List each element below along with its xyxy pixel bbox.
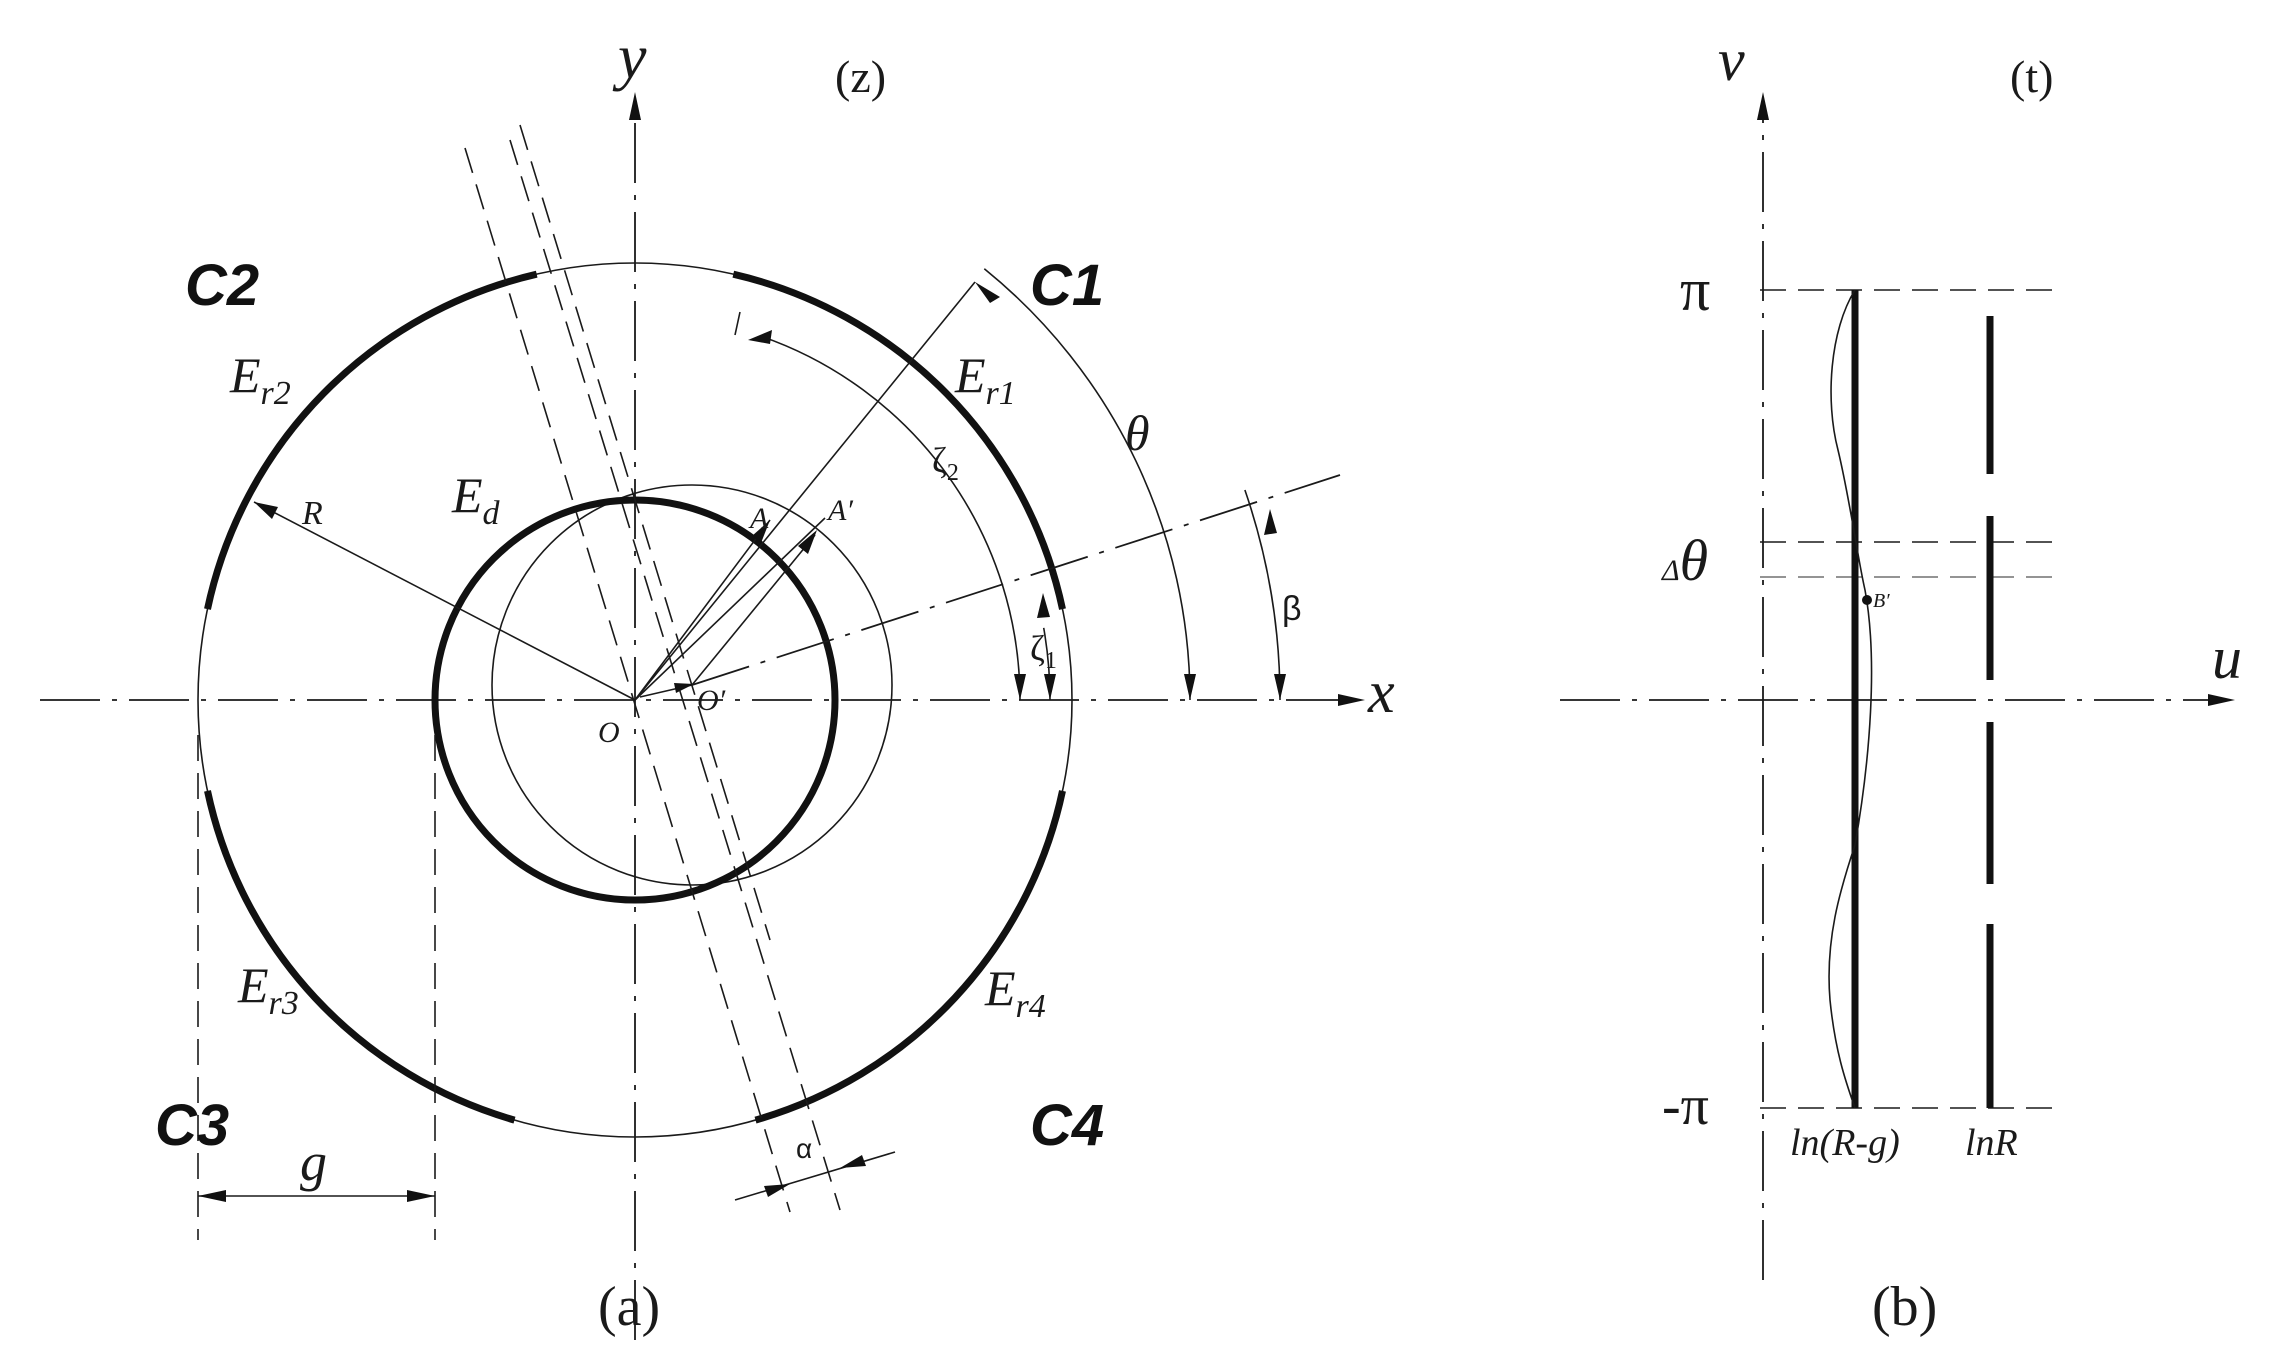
origin-shifted-label: O′ <box>697 684 726 717</box>
y-axis-label: y <box>612 21 647 92</box>
u-axis-arrowhead <box>2208 694 2235 706</box>
radius-line <box>253 501 636 701</box>
zeta2-start-tick <box>734 311 741 336</box>
theta-label: θ <box>1125 405 1150 461</box>
zeta1-arrowhead-bottom <box>1044 674 1056 700</box>
electrode-arc-Er4 <box>754 790 1066 1124</box>
x-axis-arrowhead <box>1338 694 1365 706</box>
point-B-prime <box>1862 595 1872 605</box>
label-ln-R: lnR <box>1965 1122 2018 1164</box>
alpha-dimension-line <box>734 1151 896 1201</box>
O-prime-arrowhead <box>674 683 694 693</box>
ray-from-O-prime <box>691 534 816 686</box>
panel-b: B′ v u (t) π -π Δθ ln(R-g) lnR (b) <box>1560 27 2242 1338</box>
zeta2-label: ζ2 <box>932 440 959 486</box>
slot-line-1 <box>464 147 791 1213</box>
ray-to-theta <box>634 281 976 701</box>
origin-label: O <box>598 716 620 749</box>
beta-arrowhead-top <box>1264 509 1277 535</box>
tick-delta-theta: Δθ <box>1661 528 1708 593</box>
x-axis-label: x <box>1367 659 1395 725</box>
alpha-label: α <box>796 1133 812 1164</box>
quadrant-C3-label: C3 <box>155 1093 229 1158</box>
quadrant-C2-label: C2 <box>185 253 259 318</box>
g-arrowhead-right <box>407 1190 435 1202</box>
ray-to-A-prime <box>634 517 826 701</box>
tick-pi: π <box>1680 257 1710 323</box>
radius-label: R <box>301 495 323 532</box>
theta-arrowhead-top <box>975 282 1000 303</box>
mapped-curve <box>1828 289 1873 1109</box>
theta-arrowhead-bottom <box>1184 674 1196 700</box>
electrode-arc-Er2 <box>204 270 538 610</box>
tick-minus-pi: -π <box>1662 1075 1709 1137</box>
quadrant-C4-label: C4 <box>1030 1093 1104 1158</box>
quadrant-C1-label: C1 <box>1030 253 1104 318</box>
beta-line <box>691 474 1341 686</box>
label-ln-R-minus-g: ln(R-g) <box>1790 1122 1900 1164</box>
gap-label: g <box>300 1132 327 1192</box>
beta-arc <box>1244 489 1281 701</box>
plane-label-z: (z) <box>835 51 886 102</box>
panel-a: y x (z) O O′ A A′ R g α β θ ζ1 ζ2 Ed Er1… <box>40 21 1395 1340</box>
outer-circle <box>197 262 1073 1138</box>
zeta1-arrowhead-top <box>1037 593 1050 618</box>
point-B-prime-label: B′ <box>1873 590 1890 612</box>
radius-arrowhead <box>254 502 278 519</box>
ray-to-A <box>634 519 771 701</box>
zeta2-arrowhead-top <box>748 330 772 344</box>
beta-label: β <box>1282 590 1302 628</box>
plane-label-t: (t) <box>2010 51 2053 102</box>
caption-b: (b) <box>1872 1276 1937 1338</box>
zeta2-arc <box>760 335 1021 701</box>
zeta1-label: ζ1 <box>1030 628 1057 674</box>
u-axis-label: u <box>2212 625 2242 691</box>
v-axis-arrowhead <box>1757 92 1769 120</box>
theta-arc <box>983 268 1191 701</box>
y-axis-arrowhead <box>629 92 641 120</box>
v-axis-label: v <box>1718 27 1745 93</box>
shifted-circle <box>491 484 893 886</box>
zeta2-arrowhead-bottom <box>1014 674 1026 700</box>
slot-line-3 <box>519 124 771 941</box>
electrode-Er4-label: Er4 <box>984 960 1046 1025</box>
electrode-arc-Er1 <box>732 270 1066 610</box>
angle-arcs <box>748 268 1286 701</box>
electrode-Ed-label: Ed <box>451 467 501 532</box>
electrode-Er1-label: Er1 <box>954 347 1016 412</box>
g-arrowhead-left <box>198 1190 226 1202</box>
alpha-arrowhead-left <box>764 1184 790 1197</box>
electrode-Er3-label: Er3 <box>237 957 299 1022</box>
A-arrowhead <box>752 520 770 543</box>
alpha-arrowhead-right <box>840 1155 866 1168</box>
A-prime-arrowhead <box>798 530 817 554</box>
beta-arrowhead-bottom <box>1274 674 1286 700</box>
electrode-Er2-label: Er2 <box>229 347 291 412</box>
slot-line-2 <box>509 139 841 1211</box>
caption-a: (a) <box>598 1276 660 1338</box>
point-A-label: A <box>748 502 769 535</box>
electrode-arc-Er3 <box>204 790 516 1124</box>
point-A-prime-label: A′ <box>826 494 853 527</box>
outer-electrode-arcs <box>204 270 1066 1124</box>
